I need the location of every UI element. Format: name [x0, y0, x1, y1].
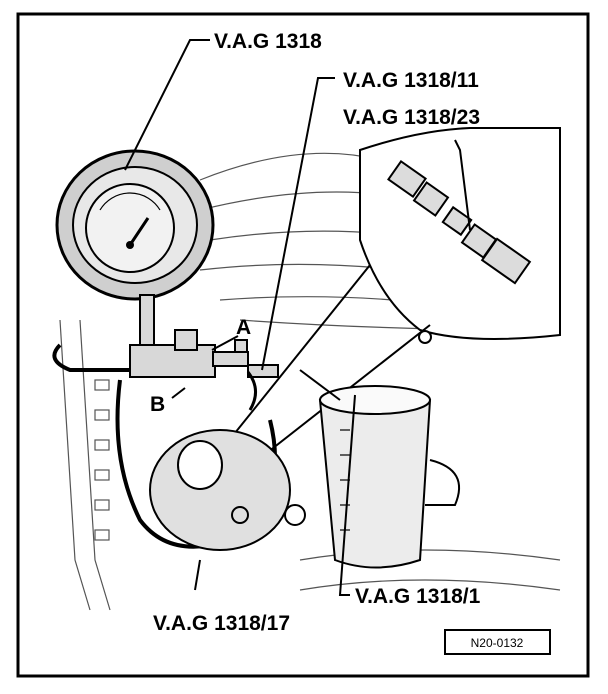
valve-block: [129, 294, 279, 378]
hose-line: [52, 343, 130, 372]
label-adapter-11: V.A.G 1318/11: [343, 69, 479, 92]
leader-line: [194, 559, 201, 591]
illustration-frame: [16, 12, 590, 678]
leader-line: [211, 335, 239, 351]
leader-line: [171, 387, 186, 399]
label-jug: V.A.G 1318/1: [355, 585, 481, 608]
engine-component: [149, 429, 306, 551]
pressure-gauge: [55, 149, 215, 301]
adapter-fitting-detail: [387, 159, 532, 344]
label-hose: V.A.G 1318/17: [153, 612, 290, 635]
leader-line: [454, 139, 471, 231]
label-point-a: A: [236, 316, 251, 339]
leader-line: [124, 39, 210, 171]
label-point-b: B: [150, 393, 165, 416]
figure-ref-box: [444, 629, 551, 655]
engine-bay-background: [59, 152, 561, 611]
measuring-jug: [299, 369, 460, 569]
figure-ref-number: N20-0132: [471, 636, 524, 650]
label-adapter-23: V.A.G 1318/23: [343, 106, 480, 129]
label-gauge: V.A.G 1318: [214, 30, 322, 53]
leader-line: [261, 77, 335, 371]
hose-line: [246, 371, 257, 411]
leader-line: [338, 394, 356, 596]
